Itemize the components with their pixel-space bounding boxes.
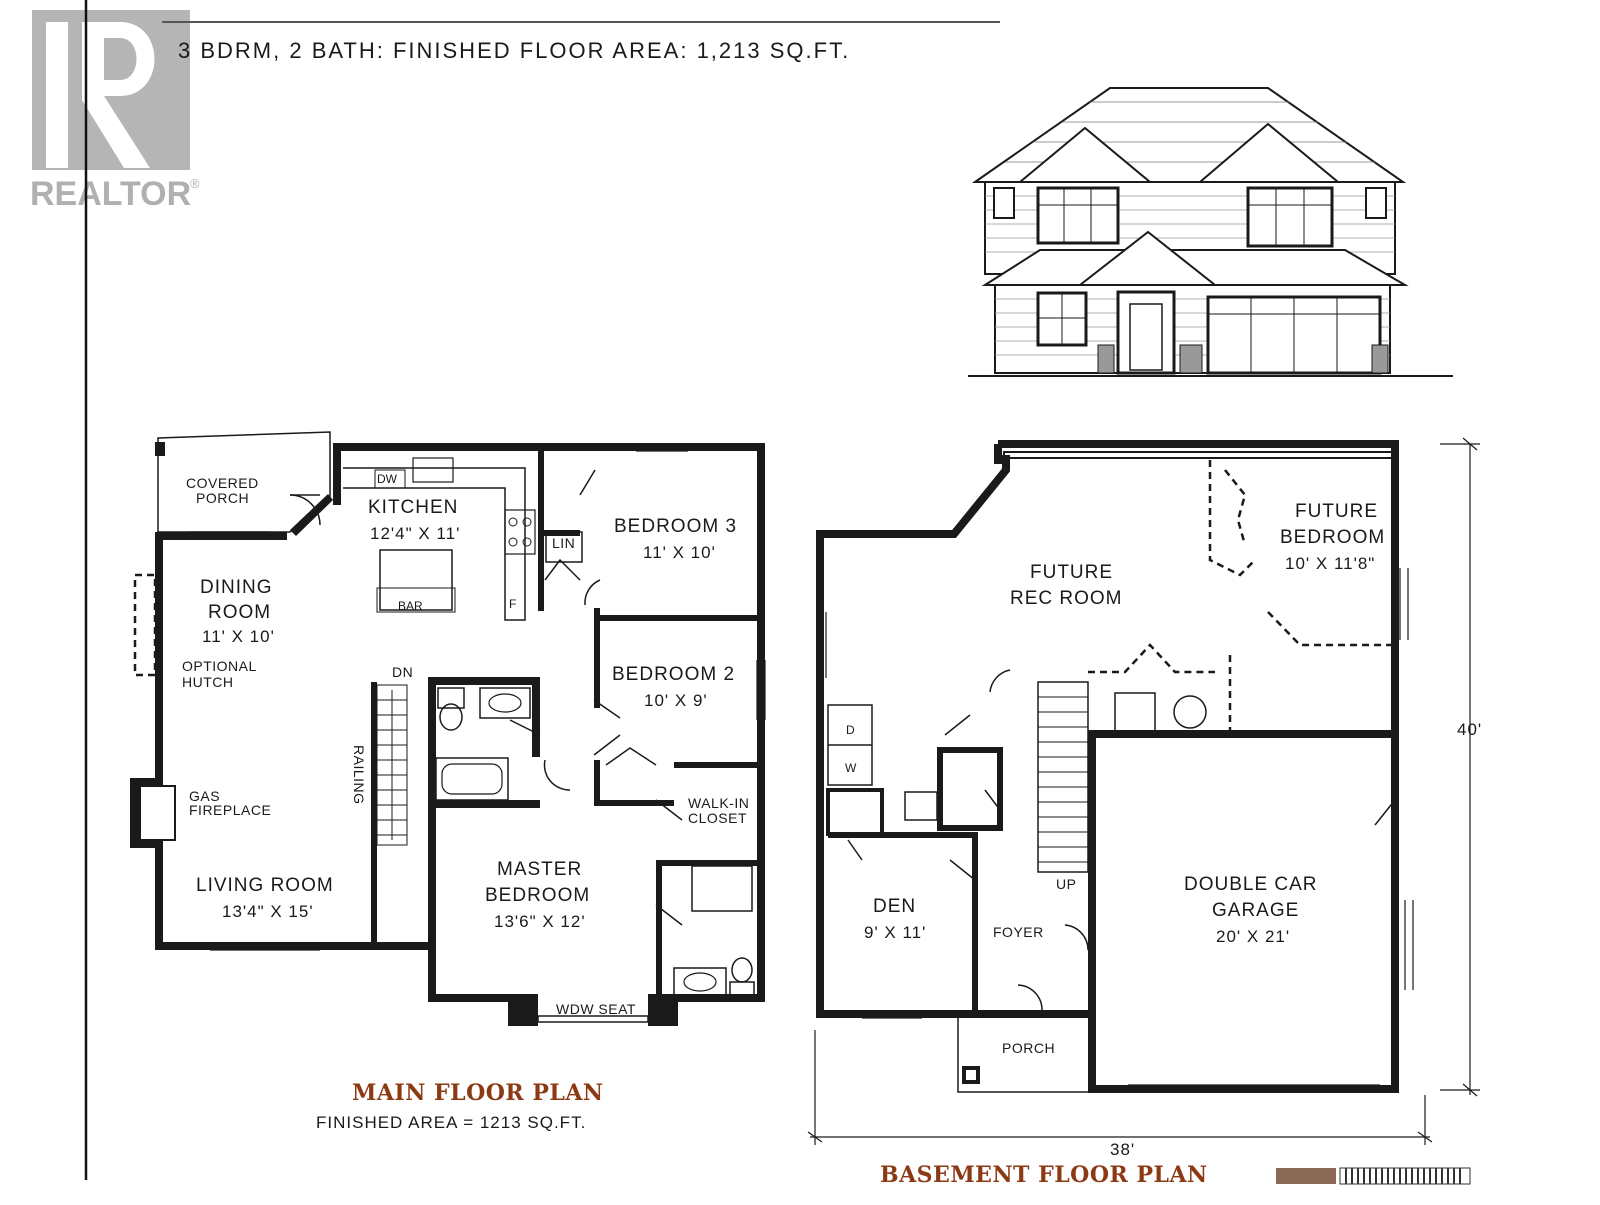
kitchen-size: 12'4" X 11' [370,524,460,543]
garage-label-2: GARAGE [1212,900,1299,921]
gas-fireplace-label-1: GAS [189,788,220,804]
basement-floor-plan [807,437,1480,1145]
dining-size: 11' X 10' [202,627,275,646]
porch-label: PORCH [1002,1040,1055,1056]
bedroom-3-size: 11' X 10' [643,543,716,562]
washer-label: W [845,761,857,775]
dishwasher-label: DW [377,472,398,486]
garage-size: 20' X 21' [1216,927,1290,946]
walk-in-closet-label-2: CLOSET [688,810,747,826]
dining-label-2: ROOM [208,602,271,623]
window-seat-label: WDW SEAT [556,1001,636,1017]
linen-label: LIN [552,535,575,551]
bar-label: BAR [398,599,423,613]
main-floor-labels: COVERED PORCH KITCHEN 12'4" X 11' DW BAR… [182,472,749,1132]
basement-depth-dimension: 40' [1457,720,1482,739]
main-floor-plan [130,431,766,1026]
railing-label: RAILING [351,745,367,805]
fridge-label: F [509,597,516,611]
rec-room-label-2: REC ROOM [1010,588,1123,609]
den-label: DEN [873,896,916,917]
scale-bar [1276,1167,1471,1185]
den-size: 9' X 11' [864,923,926,942]
stairs-down-label: DN [392,664,413,680]
main-floor-area: FINISHED AREA = 1213 SQ.FT. [316,1113,586,1132]
main-floor-title: MAIN FLOOR PLAN [352,1080,604,1106]
gas-fireplace-label-2: FIREPLACE [189,802,271,818]
kitchen-label: KITCHEN [368,497,458,518]
bedroom-2-label: BEDROOM 2 [612,664,735,685]
master-bedroom-label-1: MASTER [497,859,582,880]
covered-porch-label-1: COVERED [186,475,259,491]
future-bedroom-size: 10' X 11'8" [1285,554,1375,573]
dining-label-1: DINING [200,577,273,598]
house-elevation [968,87,1453,377]
living-room-label: LIVING ROOM [196,875,334,896]
basement-floor-title: BASEMENT FLOOR PLAN [880,1162,1208,1188]
living-room-size: 13'4" X 15' [222,902,314,921]
master-bedroom-label-2: BEDROOM [485,885,590,906]
bedroom-3-label: BEDROOM 3 [614,516,737,537]
basement-width-dimension: 38' [1110,1140,1135,1159]
realtor-logo: REALTOR ® [30,10,200,213]
rec-room-label-1: FUTURE [1030,562,1113,583]
foyer-label: FOYER [993,924,1044,940]
realtor-logo-mark: ® [190,176,200,191]
future-bedroom-label-1: FUTURE [1295,501,1378,522]
optional-hutch-label-1: OPTIONAL [182,658,257,674]
future-bedroom-label-2: BEDROOM [1280,527,1385,548]
plan-summary: 3 BDRM, 2 BATH: FINISHED FLOOR AREA: 1,2… [178,38,850,63]
master-bedroom-size: 13'6" X 12' [494,912,586,931]
dryer-label: D [846,723,855,737]
covered-porch-label-2: PORCH [196,490,249,506]
basement-labels: FUTURE REC ROOM FUTURE BEDROOM 10' X 11'… [845,501,1482,1188]
optional-hutch-label-2: HUTCH [182,674,234,690]
garage-label-1: DOUBLE CAR [1184,874,1318,895]
stairs-up-label: UP [1056,876,1076,892]
walk-in-closet-label-1: WALK-IN [688,795,749,811]
bedroom-2-size: 10' X 9' [644,691,708,710]
realtor-logo-text: REALTOR [30,175,191,213]
